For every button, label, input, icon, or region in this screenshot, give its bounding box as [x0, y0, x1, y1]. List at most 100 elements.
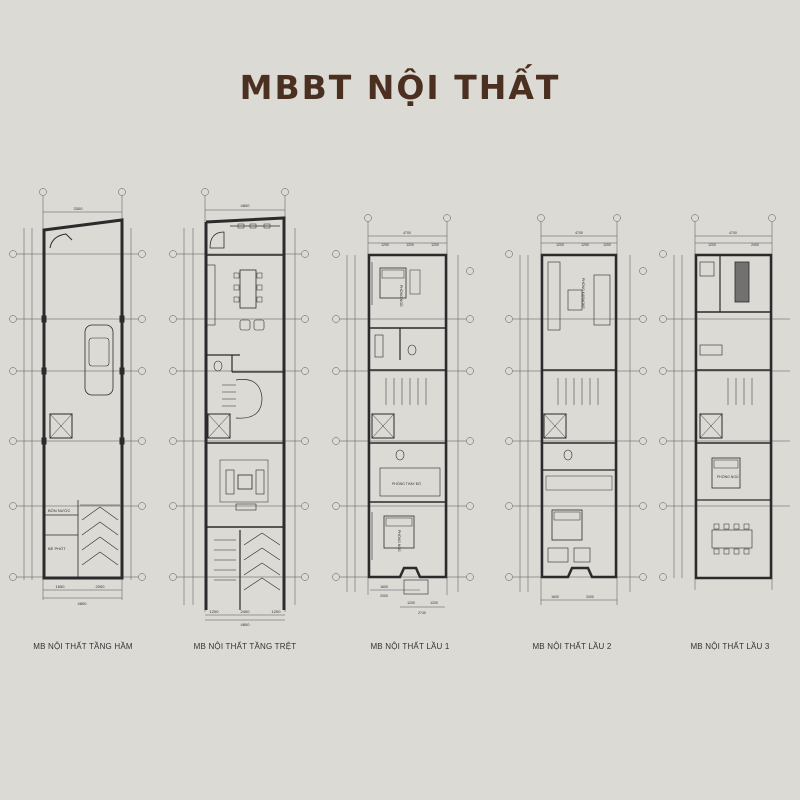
- plan-caption-ground: MB NỘI THẤT TẦNG TRỆT: [193, 642, 297, 651]
- dimension-label: 2000: [96, 584, 106, 589]
- grid-bubble: [659, 315, 667, 323]
- plan-caption-basement: MB NỘI THẤT TẦNG HẦM: [33, 642, 133, 651]
- grid-bubble: [639, 573, 647, 581]
- grid-bubble: [466, 437, 474, 445]
- dimension-label: 3300: [74, 206, 84, 211]
- grid-bubble: [169, 573, 177, 581]
- grid-bubble: [691, 214, 699, 222]
- plan-basement-walls: [41, 218, 125, 580]
- dimension-label: 1200: [210, 609, 220, 614]
- grid-bubble: [466, 573, 474, 581]
- grid-bubble: [138, 573, 146, 581]
- grid-bubble: [768, 214, 776, 222]
- grid-bubble: [659, 502, 667, 510]
- plan-basement: [9, 188, 146, 600]
- dimension-label: 2000: [380, 594, 388, 598]
- room-label: PHÒNG THAY ĐỒ: [392, 481, 421, 486]
- dimension-label: 4700: [403, 231, 411, 235]
- plan-caption-floor3: MB NỘI THẤT LẦU 3: [690, 642, 770, 651]
- plan-ground-text: 4800 1200 2400 1200 4800: [210, 203, 282, 627]
- grid-bubble: [443, 214, 451, 222]
- grid-bubble: [169, 502, 177, 510]
- dimension-label: 2740: [418, 611, 426, 615]
- grid-bubble: [505, 250, 513, 258]
- grid-bubble: [659, 250, 667, 258]
- grid-bubble: [505, 367, 513, 375]
- dimension-label: 1600: [380, 585, 388, 589]
- dimension-label: 1200: [708, 243, 716, 247]
- room-label: BỂ PHỐT: [48, 546, 66, 551]
- grid-bubble: [639, 437, 647, 445]
- dimension-label: 4800: [241, 622, 251, 627]
- grid-bubble: [466, 267, 474, 275]
- dimension-label: 4700: [729, 231, 737, 235]
- grid-bubble: [659, 437, 667, 445]
- grid-bubble: [138, 437, 146, 445]
- room-label: PHÒNG NGỦ: [399, 285, 404, 307]
- grid-bubble: [659, 367, 667, 375]
- grid-bubble: [169, 367, 177, 375]
- grid-bubble: [301, 573, 309, 581]
- plan-floor3-text: 4700 1200 2400 PHÒNG NGỦ: [708, 231, 759, 479]
- grid-bubble: [9, 315, 17, 323]
- grid-bubble: [466, 315, 474, 323]
- grid-bubble: [301, 502, 309, 510]
- room-label: PHÒNG NGỦ: [717, 474, 739, 479]
- grid-bubble: [639, 315, 647, 323]
- plan-floor2-walls: [540, 253, 618, 579]
- page-title: MBBT NỘI THẤT: [239, 68, 561, 107]
- grid-bubble: [613, 214, 621, 222]
- dimension-label: 1200: [381, 243, 389, 247]
- grid-bubble: [505, 315, 513, 323]
- dimension-label: 1200: [430, 601, 438, 605]
- plan-floor2: [505, 214, 647, 605]
- grid-bubble: [466, 367, 474, 375]
- grid-bubble: [9, 367, 17, 375]
- grid-bubble: [301, 437, 309, 445]
- plan-floor1-walls: [367, 253, 448, 595]
- grid-bubble: [639, 502, 647, 510]
- dimension-label: 1200: [431, 243, 439, 247]
- grid-bubble: [332, 250, 340, 258]
- grid-bubble: [9, 573, 17, 581]
- grid-bubble: [138, 315, 146, 323]
- grid-bubble: [505, 502, 513, 510]
- plan-floor3-walls: [694, 253, 773, 580]
- dimension-label: 1600: [551, 595, 559, 599]
- dimension-label: 1650: [56, 584, 66, 589]
- grid-bubble: [466, 502, 474, 510]
- plan-floor1-text: 4700 1200 1200 1200 PHÒNG NGỦ PHÒNG THAY…: [380, 231, 439, 615]
- dimension-label: 1200: [556, 243, 564, 247]
- dimension-label: 1200: [407, 601, 415, 605]
- room-label: PHÒNG NGỦ: [397, 530, 402, 552]
- grid-bubble: [39, 188, 47, 196]
- grid-bubble: [537, 214, 545, 222]
- grid-bubble: [332, 367, 340, 375]
- grid-bubble: [201, 188, 209, 196]
- grid-bubble: [138, 502, 146, 510]
- dimension-label: 1200: [581, 243, 589, 247]
- plan-caption-floor1: MB NỘI THẤT LẦU 1: [370, 642, 450, 651]
- grid-bubble: [639, 367, 647, 375]
- dimension-label: 4800: [78, 601, 88, 606]
- grid-bubble: [301, 250, 309, 258]
- grid-bubble: [505, 437, 513, 445]
- dimension-label: 1200: [603, 243, 611, 247]
- grid-bubble: [169, 315, 177, 323]
- dimension-label: 2400: [241, 609, 251, 614]
- grid-bubble: [9, 502, 17, 510]
- grid-bubble: [332, 315, 340, 323]
- grid-bubble: [169, 250, 177, 258]
- plan-basement-text: 3300 BỒN NƯỚC BỂ PHỐT 1650 2000 4800: [48, 206, 105, 606]
- grid-bubble: [281, 188, 289, 196]
- grid-bubble: [364, 214, 372, 222]
- plan-ground: [169, 188, 309, 621]
- plan-caption-floor2: MB NỘI THẤT LẦU 2: [532, 642, 612, 651]
- grid-bubble: [659, 573, 667, 581]
- grid-bubble: [118, 188, 126, 196]
- grid-bubble: [169, 437, 177, 445]
- grid-bubble: [9, 437, 17, 445]
- grid-bubble: [332, 437, 340, 445]
- grid-bubble: [301, 315, 309, 323]
